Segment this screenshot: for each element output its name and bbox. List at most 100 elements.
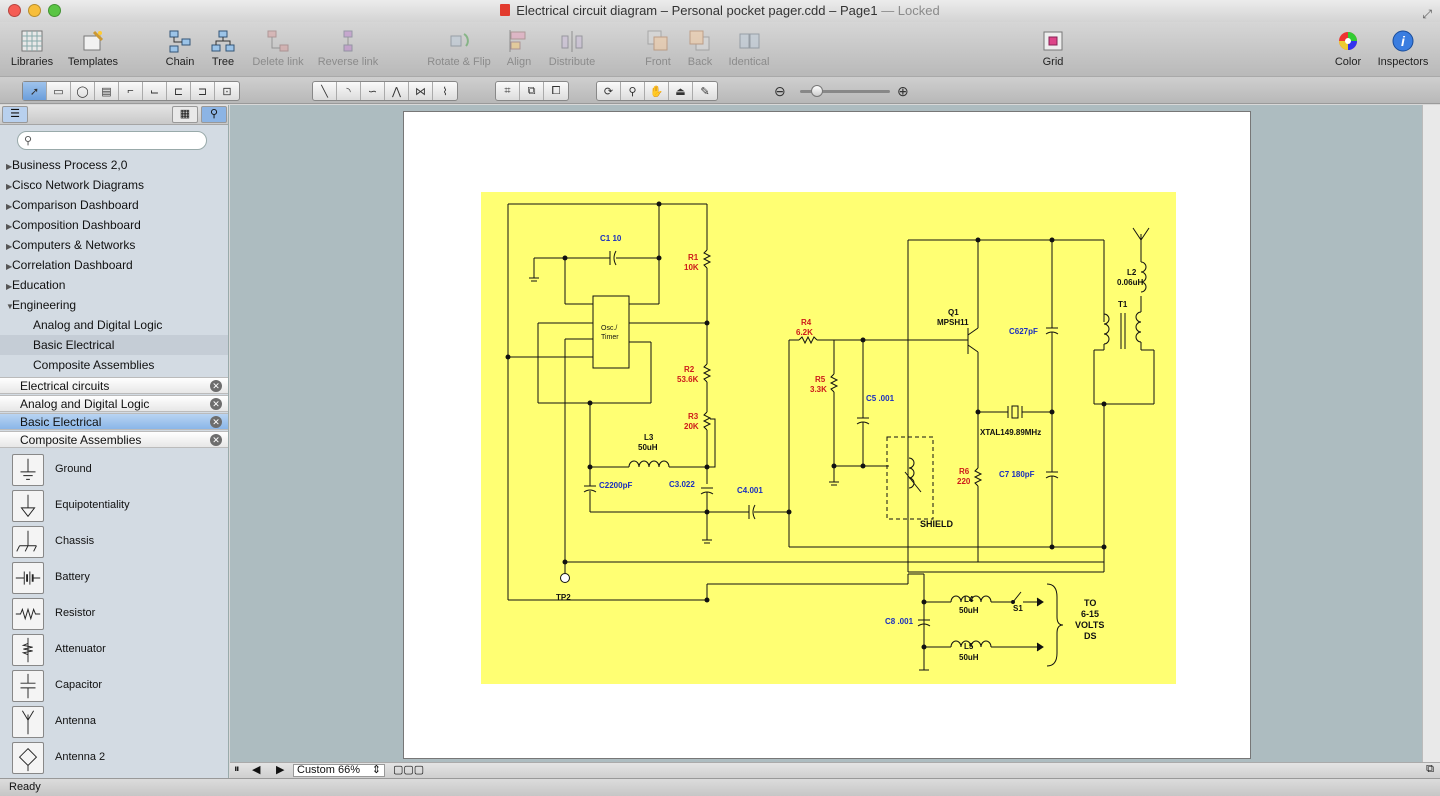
- distribute-button[interactable]: Distribute: [542, 28, 602, 74]
- libraries-button[interactable]: Libraries: [8, 28, 56, 74]
- grid-button[interactable]: Grid: [1036, 28, 1070, 74]
- page-layout-icon[interactable]: ⧉: [1426, 763, 1434, 776]
- disclosure-triangle-icon[interactable]: ▶: [0, 157, 12, 177]
- view-tools-group: ⟳ ⚲ ✋ ⏏ ✎: [596, 81, 718, 101]
- tree-item-comparison[interactable]: ▶Comparison Dashboard: [0, 195, 229, 215]
- crop-tool[interactable]: ⌗: [496, 82, 520, 100]
- insert-tool[interactable]: ⊡: [215, 82, 239, 100]
- smart-connector-tool[interactable]: ⌙: [143, 82, 167, 100]
- zoom-tool-icon[interactable]: ⚲: [621, 82, 645, 100]
- page-view-icons[interactable]: ▢▢▢: [393, 763, 424, 776]
- tree-item-education[interactable]: ▶Education: [0, 275, 229, 295]
- identical-button[interactable]: Identical: [722, 28, 776, 74]
- shape-resistor[interactable]: Resistor: [0, 596, 229, 632]
- shape-equipotentiality[interactable]: Equipotentiality: [0, 488, 229, 524]
- pointer-tool[interactable]: ➚: [23, 82, 47, 100]
- reverse-link-button[interactable]: Reverse link: [314, 28, 382, 74]
- ellipse-tool[interactable]: ◯: [71, 82, 95, 100]
- freehand-tool[interactable]: ⌇: [433, 82, 457, 100]
- bezier-tool[interactable]: ⋈: [409, 82, 433, 100]
- text-tool[interactable]: ▤: [95, 82, 119, 100]
- zoom-slider-knob[interactable]: [811, 85, 823, 97]
- label-l2-value: 0.06uH: [1117, 278, 1143, 287]
- disclosure-triangle-icon[interactable]: ▶: [0, 197, 12, 217]
- tree-item-computers-networks[interactable]: ▶Computers & Networks: [0, 235, 229, 255]
- vertical-scrollbar[interactable]: [1422, 105, 1440, 762]
- disclosure-triangle-expanded-icon[interactable]: ▼: [0, 297, 12, 317]
- hand-pan-icon[interactable]: ✋: [645, 82, 669, 100]
- stamp-icon[interactable]: ⏏: [669, 82, 693, 100]
- delete-link-button[interactable]: Delete link: [247, 28, 309, 74]
- library-search[interactable]: ⚲: [17, 131, 207, 150]
- tree-item-business-process[interactable]: ▶Business Process 2,0: [0, 155, 229, 175]
- tree-item-basic-electrical[interactable]: Basic Electrical: [0, 335, 229, 355]
- minimize-window-button[interactable]: [28, 4, 41, 17]
- refresh-icon[interactable]: ⟳: [597, 82, 621, 100]
- main-toolbar: Libraries Templates Chain Tree Delete li…: [0, 22, 1440, 76]
- inspectors-button[interactable]: i Inspectors: [1373, 28, 1433, 74]
- tree-item-analog-digital-logic[interactable]: Analog and Digital Logic: [0, 315, 229, 335]
- chain-button[interactable]: Chain: [160, 28, 200, 74]
- previous-page-icon[interactable]: ◀: [252, 763, 260, 776]
- group-tool[interactable]: ⧉: [520, 82, 544, 100]
- search-input[interactable]: [38, 134, 198, 147]
- library-composite-assemblies[interactable]: Composite Assemblies✕: [0, 431, 229, 448]
- tree-item-composition[interactable]: ▶Composition Dashboard: [0, 215, 229, 235]
- shape-chassis[interactable]: Chassis: [0, 524, 229, 560]
- rectangle-tool[interactable]: ▭: [47, 82, 71, 100]
- disclosure-triangle-icon[interactable]: ▶: [0, 177, 12, 197]
- polyline-tool[interactable]: ⋀: [385, 82, 409, 100]
- label-c2: C2200pF: [599, 481, 632, 490]
- library-analog-digital-logic[interactable]: Analog and Digital Logic✕: [0, 395, 229, 412]
- connector-tool[interactable]: ⌐: [119, 82, 143, 100]
- next-page-icon[interactable]: ▶: [276, 763, 284, 776]
- chain-connector-tool[interactable]: ⊐: [191, 82, 215, 100]
- disclosure-triangle-icon[interactable]: ▶: [0, 237, 12, 257]
- tree-item-cisco[interactable]: ▶Cisco Network Diagrams: [0, 175, 229, 195]
- rotate-flip-button[interactable]: Rotate & Flip: [423, 28, 495, 74]
- align-button[interactable]: Align: [502, 28, 536, 74]
- color-button[interactable]: Color: [1330, 28, 1366, 74]
- templates-button[interactable]: Templates: [63, 28, 123, 74]
- close-library-icon[interactable]: ✕: [210, 434, 222, 446]
- arc-tool[interactable]: ◝: [337, 82, 361, 100]
- line-tool[interactable]: ╲: [313, 82, 337, 100]
- zoom-select[interactable]: Custom 66%⇕: [293, 764, 385, 777]
- close-library-icon[interactable]: ✕: [210, 380, 222, 392]
- chassis-icon: [12, 526, 44, 558]
- back-button[interactable]: Back: [682, 28, 718, 74]
- ungroup-tool[interactable]: ⧠: [544, 82, 568, 100]
- tree-item-correlation[interactable]: ▶Correlation Dashboard: [0, 255, 229, 275]
- shape-capacitor[interactable]: Capacitor: [0, 668, 229, 704]
- canvas-area[interactable]: C1 10 R1 10K R2 53.6K R3 20K L3 50uH C22…: [230, 105, 1422, 762]
- curve-tool[interactable]: ∽: [361, 82, 385, 100]
- grid-view-tab[interactable]: ▦: [172, 106, 198, 123]
- close-library-icon[interactable]: ✕: [210, 398, 222, 410]
- circuit-diagram[interactable]: C1 10 R1 10K R2 53.6K R3 20K L3 50uH C22…: [481, 192, 1176, 684]
- shape-ground[interactable]: Ground: [0, 452, 229, 488]
- zoom-window-button[interactable]: [48, 4, 61, 17]
- shape-attenuator[interactable]: Attenuator: [0, 632, 229, 668]
- disclosure-triangle-icon[interactable]: ▶: [0, 277, 12, 297]
- tree-item-composite-assemblies[interactable]: Composite Assemblies: [0, 355, 229, 375]
- disclosure-triangle-icon[interactable]: ▶: [0, 257, 12, 277]
- close-window-button[interactable]: [8, 4, 21, 17]
- library-electrical-circuits[interactable]: Electrical circuits✕: [0, 377, 229, 394]
- tree-item-engineering[interactable]: ▼Engineering: [0, 295, 229, 315]
- shape-antenna[interactable]: Antenna: [0, 704, 229, 740]
- drawing-page[interactable]: C1 10 R1 10K R2 53.6K R3 20K L3 50uH C22…: [403, 111, 1251, 759]
- disclosure-triangle-icon[interactable]: ▶: [0, 217, 12, 237]
- shape-antenna-2[interactable]: Antenna 2: [0, 740, 229, 776]
- tree-button[interactable]: Tree: [203, 28, 243, 74]
- search-tab[interactable]: ⚲: [201, 106, 227, 123]
- pause-icon[interactable]: ⏸: [234, 763, 240, 776]
- close-library-icon[interactable]: ✕: [210, 416, 222, 428]
- eyedropper-icon[interactable]: ✎: [693, 82, 717, 100]
- library-basic-electrical[interactable]: Basic Electrical✕: [0, 413, 229, 430]
- tree-view-tab[interactable]: ☰: [2, 106, 28, 123]
- shape-battery[interactable]: Battery: [0, 560, 229, 596]
- zoom-in-icon[interactable]: ⊕: [897, 83, 909, 100]
- front-button[interactable]: Front: [640, 28, 676, 74]
- tree-connector-tool[interactable]: ⊏: [167, 82, 191, 100]
- zoom-out-icon[interactable]: ⊖: [774, 83, 786, 100]
